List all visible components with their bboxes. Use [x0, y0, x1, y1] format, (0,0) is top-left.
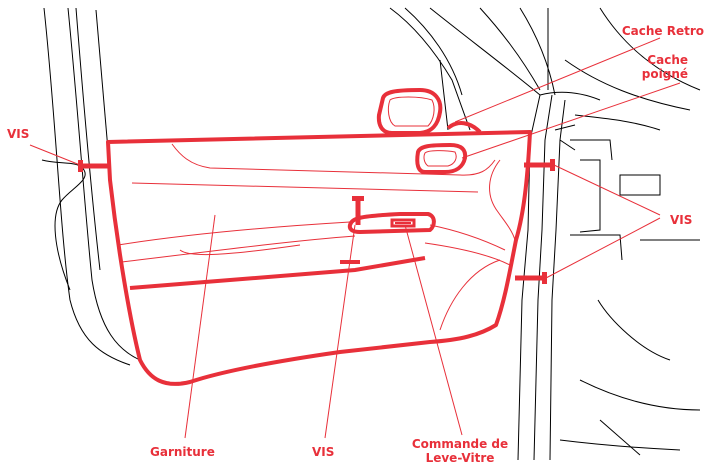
- label-vis-left: VIS: [7, 127, 30, 141]
- label-garniture: Garniture: [150, 445, 215, 459]
- leader-lines: [29, 37, 681, 439]
- label-commande-line2: Leve-Vitre: [425, 451, 495, 465]
- door-trim-panel: [106, 130, 532, 386]
- label-cache-retro: Cache Retro: [621, 24, 704, 38]
- label-cache-poigne-line2: poigné: [641, 67, 688, 81]
- mirror-cover: [376, 88, 482, 135]
- car-body-outline: [41, 7, 701, 461]
- handle-cover: [415, 143, 468, 174]
- label-commande-leve-vitre: Commande de Leve-Vitre: [405, 437, 515, 465]
- label-cache-poigne: Cache poigné: [640, 53, 688, 81]
- label-commande-line1: Commande de: [411, 437, 509, 451]
- label-vis-bottom: VIS: [312, 445, 335, 459]
- screws: [78, 159, 555, 284]
- armrest-switch: [347, 212, 436, 234]
- label-vis-right: VIS: [670, 213, 693, 227]
- label-cache-poigne-line1: Cache: [647, 53, 688, 67]
